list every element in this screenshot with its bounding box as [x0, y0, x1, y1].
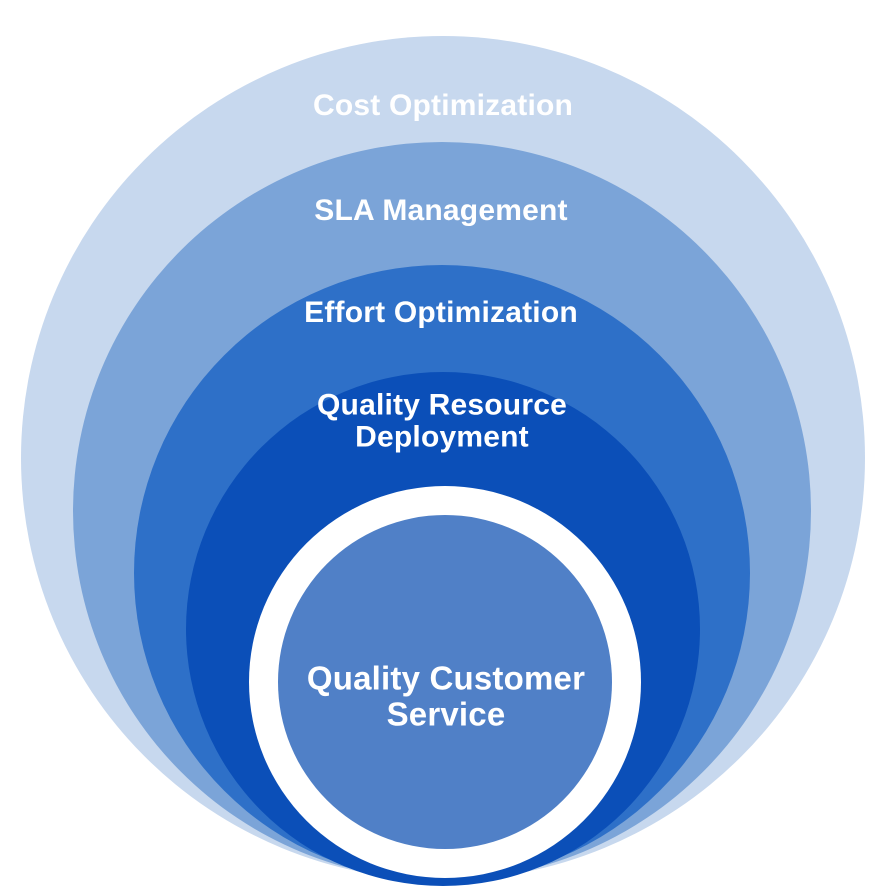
label-quality-resource-deployment: Quality Resource Deployment	[317, 388, 567, 454]
ring-quality-customer-service	[278, 515, 612, 849]
label-quality-customer-service: Quality Customer Service	[306, 659, 586, 732]
label-sla-management: SLA Management	[314, 193, 568, 227]
label-effort-optimization: Effort Optimization	[304, 295, 578, 329]
label-cost-optimization: Cost Optimization	[312, 88, 574, 122]
